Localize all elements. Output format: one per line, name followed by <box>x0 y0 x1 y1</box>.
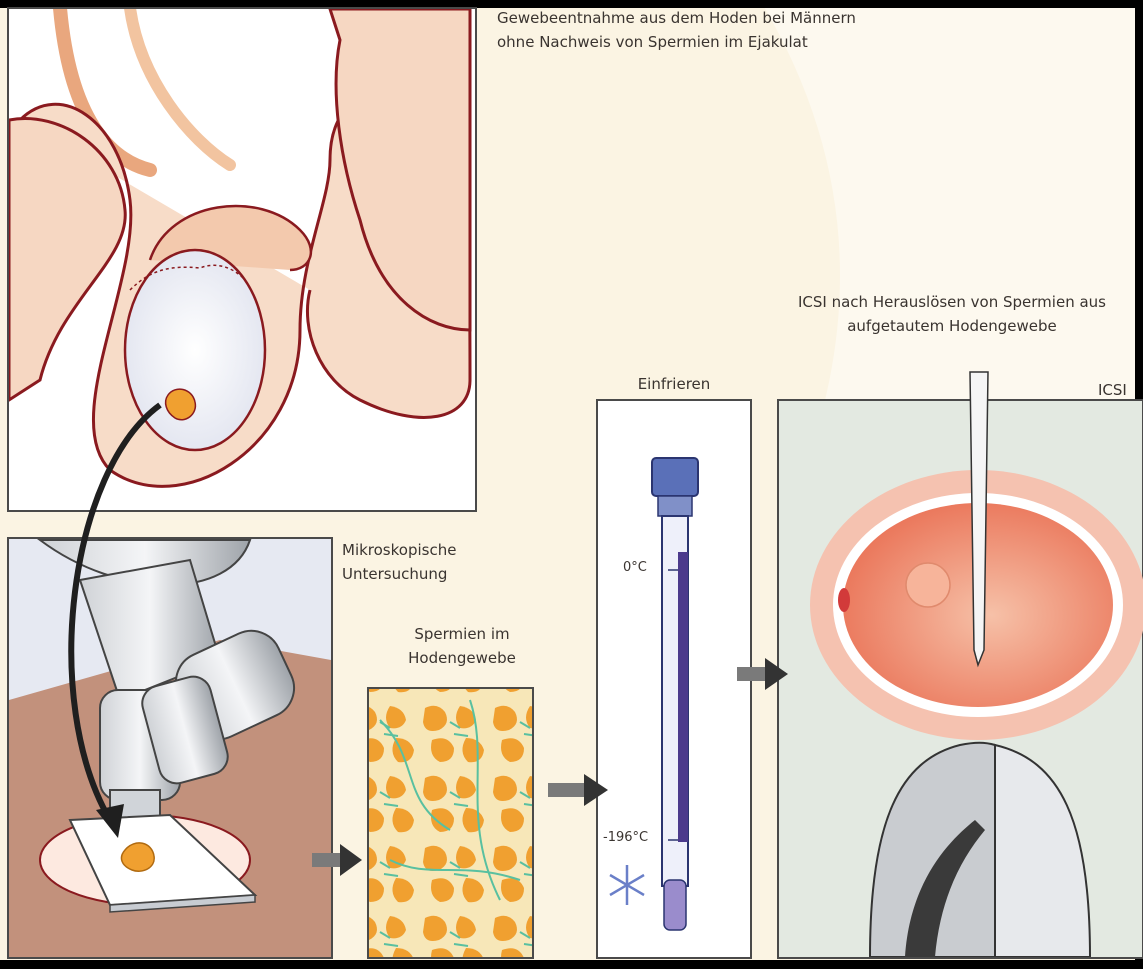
freezing-panel <box>597 400 751 958</box>
caption-tissue-removal: Gewebeentnahme aus dem Hoden bei Männern… <box>497 6 857 54</box>
temp-lower: -196°C <box>603 826 648 850</box>
tissue-panel <box>368 688 533 958</box>
temp-upper: 0°C <box>623 556 647 580</box>
caption-icsi: ICSI <box>1098 378 1143 402</box>
caption-icsi-after: ICSI nach Herauslösen von Spermien aus a… <box>772 290 1132 338</box>
caption-freezing: Einfrieren <box>612 372 736 396</box>
microscope-panel <box>8 538 332 958</box>
caption-sperm-in-tissue: Spermien im Hodengewebe <box>392 622 532 670</box>
anatomy-panel <box>8 8 476 511</box>
caption-microscopy: Mikroskopische Untersuchung <box>342 538 522 586</box>
icsi-panel <box>778 372 1143 958</box>
